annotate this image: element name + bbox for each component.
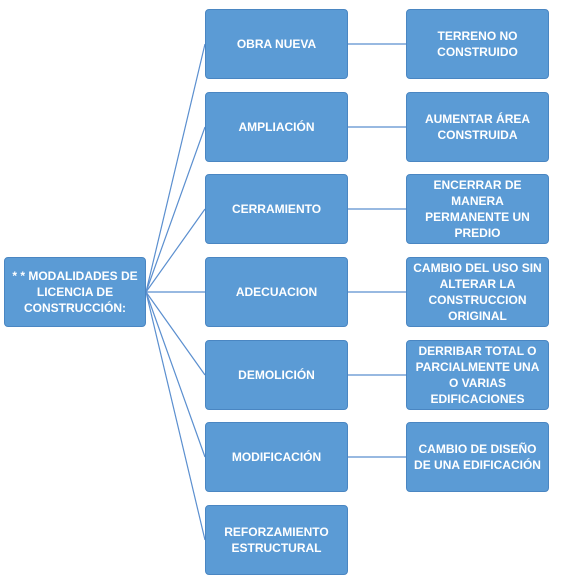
connector-root-cerramiento — [145, 208, 206, 293]
connector-root-reforzamiento — [145, 291, 206, 541]
detail-ampliacion-text: AUMENTAR ÁREA CONSTRUIDA — [424, 112, 531, 142]
node-reforzamiento-estructural: REFORZAMIENTO ESTRUCTURAL — [205, 505, 348, 575]
detail-demolicion: DERRIBAR TOTAL O PARCIALMENTE UNA O VARI… — [406, 340, 549, 410]
node-modificacion: MODIFICACIÓN — [205, 422, 348, 492]
node-obra-nueva-label: OBRA NUEVA — [236, 37, 317, 51]
detail-ampliacion: AUMENTAR ÁREA CONSTRUIDA — [406, 92, 549, 162]
root-node: * * MODALIDADES DE LICENCIA DE CONSTRUCC… — [4, 257, 146, 327]
node-modificacion-label: MODIFICACIÓN — [231, 450, 322, 464]
node-obra-nueva: OBRA NUEVA — [205, 9, 348, 79]
detail-adecuacion: CAMBIO DEL USO SIN ALTERAR LA CONSTRUCCI… — [406, 257, 549, 327]
node-ampliacion: AMPLIACIÓN — [205, 92, 348, 162]
detail-adecuacion-text: CAMBIO DEL USO SIN ALTERAR LA CONSTRUCCI… — [413, 261, 542, 323]
detail-obra-nueva-text: TERRENO NO CONSTRUIDO — [437, 29, 518, 59]
node-ampliacion-label: AMPLIACIÓN — [238, 120, 315, 134]
detail-obra-nueva: TERRENO NO CONSTRUIDO — [406, 9, 549, 79]
detail-demolicion-text: DERRIBAR TOTAL O PARCIALMENTE UNA O VARI… — [415, 344, 540, 406]
detail-modificacion-text: CAMBIO DE DISEÑO DE UNA EDIFICACIÓN — [414, 442, 541, 472]
node-cerramiento-label: CERRAMIENTO — [231, 202, 322, 216]
node-reforzamiento-estructural-label: REFORZAMIENTO ESTRUCTURAL — [224, 525, 329, 555]
connector-root-modificacion — [145, 291, 206, 458]
connector-root-obra-nueva — [145, 43, 206, 293]
node-cerramiento: CERRAMIENTO — [205, 174, 348, 244]
node-demolicion-label: DEMOLICIÓN — [238, 368, 315, 382]
connector-root-demolicion — [145, 291, 206, 376]
root-node-label: * * MODALIDADES DE LICENCIA DE CONSTRUCC… — [12, 269, 138, 315]
detail-cerramiento: ENCERRAR DE MANERA PERMANENTE UN PREDIO — [406, 174, 549, 244]
node-adecuacion: ADECUACION — [205, 257, 348, 327]
detail-modificacion: CAMBIO DE DISEÑO DE UNA EDIFICACIÓN — [406, 422, 549, 492]
detail-cerramiento-text: ENCERRAR DE MANERA PERMANENTE UN PREDIO — [425, 178, 530, 240]
node-adecuacion-label: ADECUACION — [235, 285, 318, 299]
connector-root-ampliacion — [145, 126, 206, 293]
node-demolicion: DEMOLICIÓN — [205, 340, 348, 410]
